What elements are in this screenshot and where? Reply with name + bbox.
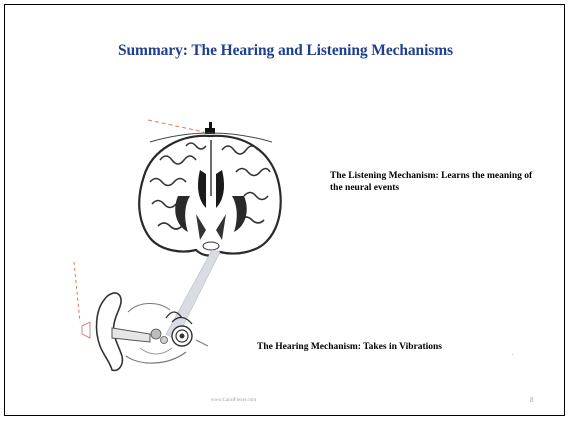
nerve-pathway-icon [166,250,220,340]
brain-coronal-section-icon [139,136,281,256]
hearing-mechanism-caption: The Hearing Mechanism: Takes in Vibratio… [257,342,442,352]
decorative-dot: • [512,352,513,357]
listening-mechanism-caption: The Listening Mechanism: Learns the mean… [330,170,540,194]
page-number: 8 [530,396,534,404]
footer-url: www.CarolFlexer.com [0,398,467,403]
